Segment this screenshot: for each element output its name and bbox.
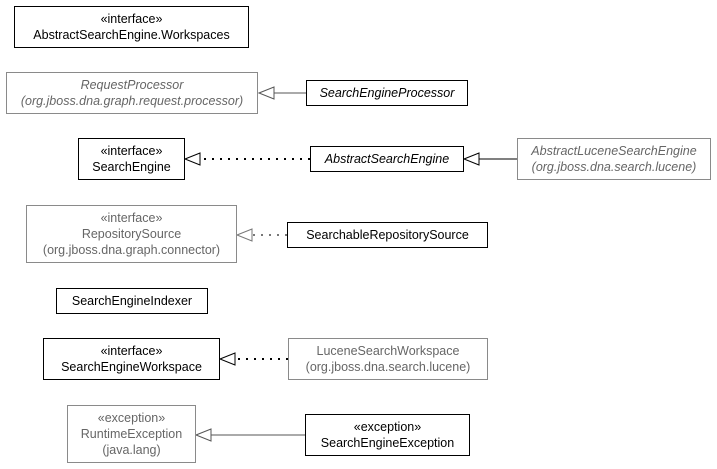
class-search-engine-processor[interactable]: SearchEngineProcessor — [306, 80, 468, 106]
edge-implements-repository-source — [235, 228, 287, 242]
class-name: SearchEngineWorkspace — [61, 360, 202, 374]
stereotype-label: «interface» — [100, 211, 163, 225]
edge-implements-search-engine-workspace — [218, 352, 288, 366]
class-name: SearchEngineProcessor — [319, 86, 455, 100]
package-label: (java.lang) — [102, 443, 161, 457]
class-name: LuceneSearchWorkspace — [316, 344, 460, 358]
package-label: (org.jboss.dna.search.lucene) — [305, 360, 471, 374]
class-request-processor[interactable]: RequestProcessor (org.jboss.dna.graph.re… — [6, 72, 258, 114]
class-repository-source[interactable]: «interface» RepositorySource (org.jboss.… — [26, 205, 237, 263]
package-label: (org.jboss.dna.graph.request.processor) — [20, 94, 244, 108]
class-name: SearchEngineException — [320, 436, 455, 450]
edge-extends-abstract-search-engine — [462, 152, 517, 166]
class-search-engine[interactable]: «interface» SearchEngine — [78, 138, 185, 180]
class-abstract-search-engine-workspaces[interactable]: «interface» AbstractSearchEngine.Workspa… — [14, 6, 249, 48]
edge-extends-request-processor — [257, 86, 306, 100]
class-name: SearchableRepositorySource — [306, 228, 469, 242]
edge-extends-runtime-exception — [194, 428, 305, 442]
class-name: SearchEngineIndexer — [71, 294, 193, 308]
class-name: AbstractSearchEngine.Workspaces — [33, 28, 230, 42]
stereotype-label: «exception» — [353, 420, 422, 434]
stereotype-label: «interface» — [100, 144, 163, 158]
class-name: RepositorySource — [81, 227, 182, 241]
class-name: AbstractSearchEngine — [324, 152, 450, 166]
stereotype-label: «interface» — [100, 344, 163, 358]
class-search-engine-exception[interactable]: «exception» SearchEngineException — [305, 414, 470, 456]
class-name: RequestProcessor — [80, 78, 184, 92]
class-runtime-exception[interactable]: «exception» RuntimeException (java.lang) — [67, 405, 196, 463]
class-name: AbstractLuceneSearchEngine — [531, 144, 697, 158]
class-searchable-repository-source[interactable]: SearchableRepositorySource — [287, 222, 488, 248]
class-search-engine-workspace[interactable]: «interface» SearchEngineWorkspace — [43, 338, 220, 380]
class-name: SearchEngine — [92, 160, 171, 174]
class-search-engine-indexer[interactable]: SearchEngineIndexer — [56, 288, 208, 314]
class-abstract-search-engine[interactable]: AbstractSearchEngine — [310, 146, 464, 172]
package-label: (org.jboss.dna.graph.connector) — [42, 243, 221, 257]
class-lucene-search-workspace[interactable]: LuceneSearchWorkspace (org.jboss.dna.sea… — [288, 338, 488, 380]
stereotype-label: «interface» — [100, 12, 163, 26]
edge-implements-search-engine — [183, 152, 310, 166]
stereotype-label: «exception» — [97, 411, 166, 425]
class-abstract-lucene-search-engine[interactable]: AbstractLuceneSearchEngine (org.jboss.dn… — [517, 138, 711, 180]
package-label: (org.jboss.dna.search.lucene) — [531, 160, 697, 174]
class-name: RuntimeException — [80, 427, 183, 441]
